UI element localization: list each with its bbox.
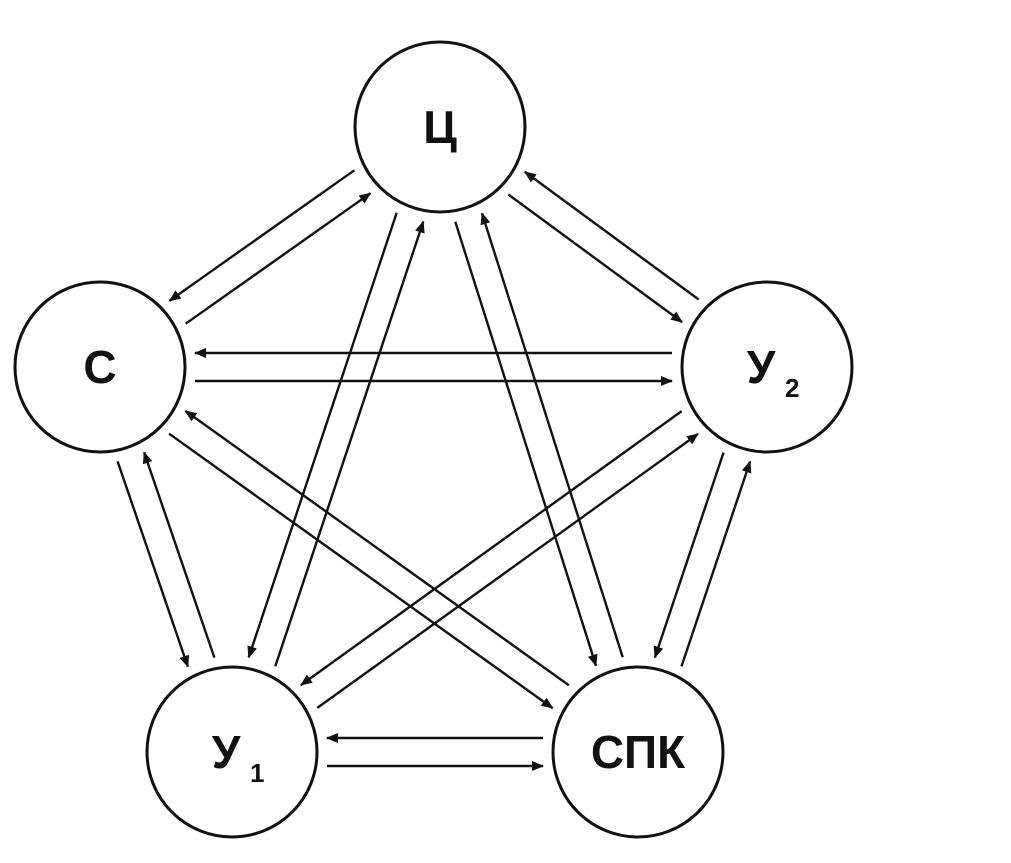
node-u2-subscript: 2	[785, 373, 799, 403]
node-u1-label: У	[212, 726, 242, 778]
arrow-u1-to-c	[274, 220, 425, 667]
node-c-circle	[353, 40, 527, 214]
node-spk-label: СПК	[591, 726, 686, 778]
arrow-spk-to-s	[184, 409, 570, 687]
node-c: Ц	[353, 40, 527, 214]
arrow-s-to-spk	[168, 432, 554, 710]
node-u1-circle	[145, 665, 319, 839]
arrow-c-to-spk	[454, 221, 598, 667]
arrow-u2-to-spk	[653, 452, 725, 659]
arrow-spk-to-c	[480, 212, 624, 658]
node-u2-circle	[680, 280, 854, 454]
node-s: С	[13, 280, 187, 454]
node-s-label: С	[83, 341, 116, 393]
arrow-c-to-u2	[507, 193, 683, 324]
arrow-u1-to-s	[142, 451, 216, 658]
node-c-label: Ц	[423, 101, 457, 153]
node-u1-subscript: 1	[250, 758, 264, 788]
arrow-c-to-s	[168, 169, 355, 302]
node-spk-circle	[551, 665, 725, 839]
arrow-u1-to-u2	[316, 432, 699, 709]
node-s-circle	[13, 280, 187, 454]
node-u2-label: У	[747, 341, 777, 393]
arrow-u2-to-c	[524, 170, 700, 301]
arrow-u2-to-u1	[300, 410, 683, 687]
node-spk: СПК	[551, 665, 725, 839]
arrow-s-to-c	[185, 192, 372, 325]
edges	[116, 169, 752, 771]
arrow-s-to-u1	[116, 461, 190, 668]
arrow-spk-to-u2	[680, 460, 752, 667]
arrow-c-to-u1	[247, 212, 398, 659]
